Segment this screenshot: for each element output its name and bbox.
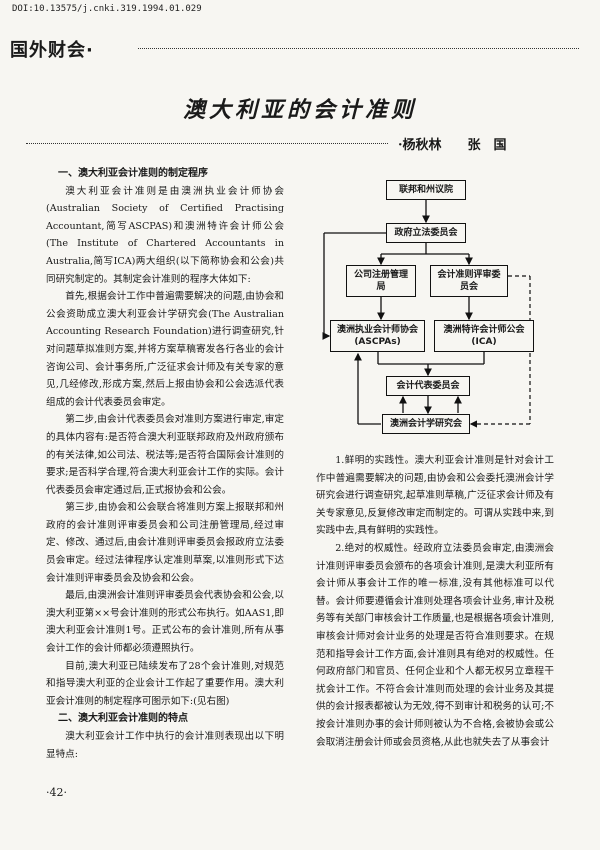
- doi-line: DOI:10.13575/j.cnki.319.1994.01.029: [12, 4, 202, 14]
- node-accounting-research-foundation: 澳洲会计学研究会: [382, 414, 470, 434]
- paragraph: 澳大利亚会计准则是由澳洲执业会计师协会(Australian Society o…: [46, 185, 284, 285]
- section-label: 国外财会·: [10, 40, 94, 61]
- node-federal-state-parliament: 联邦和州议院: [386, 180, 466, 200]
- node-accounting-standards-review-board: 会计准则评审委员会: [430, 265, 508, 297]
- article-title: 澳大利亚的会计准则: [182, 98, 417, 123]
- paragraph: 澳大利亚会计工作中执行的会计准则表现出以下明显特点:: [46, 731, 284, 760]
- paragraph: 目前,澳大利亚已陆续发布了28个会计准则,对规范和指导澳大利亚的企业会计工作起了…: [46, 660, 284, 707]
- paragraph: 第三步,由协会和公会联合将准则方案上报联邦和州政府的会计准则评审委员会和公司注册…: [46, 502, 284, 584]
- flowchart-connectors: [322, 200, 531, 428]
- right-column: 1.鲜明的实践性。澳大利亚会计准则是针对会计工作中普遍需要解决的问题,由协会和公…: [316, 452, 554, 751]
- author-names: ·杨秋林 张 国: [398, 138, 507, 153]
- node-ica: 澳洲特许会计师公会(ICA): [434, 320, 534, 352]
- paragraph: 2.绝对的权威性。经政府立法委员会审定,由澳洲会计准则评审委员会颁布的各项会计准…: [316, 542, 554, 748]
- node-ascpas: 澳洲执业会计师协会(ASCPAs): [330, 320, 425, 352]
- node-accounting-representative-committee: 会计代表委员会: [386, 376, 470, 396]
- flowchart: 联邦和州议院 政府立法委员会 公司注册管理局 会计准则评审委员会 澳洲执业会计师…: [318, 172, 540, 444]
- left-column: 一、澳大利亚会计准则的制定程序澳大利亚会计准则是由澳洲执业会计师协会(Austr…: [46, 165, 284, 763]
- section-heading: 一、澳大利亚会计准则的制定程序: [58, 168, 208, 179]
- node-company-registry: 公司注册管理局: [346, 265, 416, 297]
- section-dotted-rule: [138, 48, 579, 49]
- paragraph: 首先,根据会计工作中普遍需要解决的问题,由协会和公会资助成立澳大利亚会计学研究会…: [46, 291, 284, 408]
- section-header: 国外财会·: [10, 36, 585, 61]
- paragraph: 1.鲜明的实践性。澳大利亚会计准则是针对会计工作中普遍需要解决的问题,由协会和公…: [316, 455, 554, 537]
- paragraph: 最后,由澳洲会计准则评审委员会代表协会和公会,以澳大利亚第××号会计准则的形式公…: [46, 590, 284, 655]
- paragraph: 第二步,由会计代表委员会对准则方案进行审定,审定的具体内容有:是否符合澳大利亚联…: [46, 414, 284, 496]
- node-government-legislative-committee: 政府立法委员会: [386, 223, 466, 243]
- author-line: ·杨秋林 张 国: [26, 134, 576, 154]
- author-dotted-rule: [26, 143, 388, 144]
- section-heading: 二、澳大利亚会计准则的特点: [58, 713, 188, 725]
- page-number: ·42·: [46, 786, 67, 799]
